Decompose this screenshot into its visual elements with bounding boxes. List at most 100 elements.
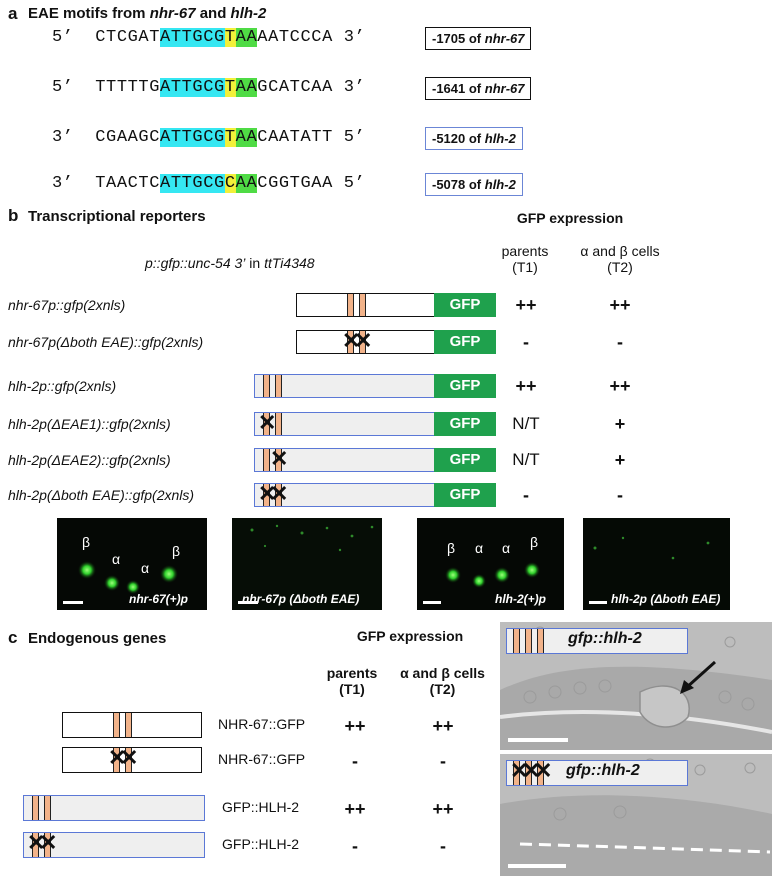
promoter-bar: ✕ ✕ — [254, 483, 436, 507]
micrograph-caption: hlh-2(+)p — [495, 592, 546, 606]
strand-end: 5’ — [344, 174, 366, 193]
construct-label: nhr-67p(Δboth EAE)::gfp(2xnls) — [8, 334, 203, 350]
deletion-x-icon: ✕ — [354, 329, 372, 353]
eae-site — [44, 796, 51, 820]
gene-label: GFP::HLH-2 — [222, 836, 299, 852]
panel-a-title: EAE motifs from nhr-67 and hlh-2 — [28, 5, 266, 22]
eae-site — [513, 629, 520, 653]
micrograph-hlh2-deleted: hlh-2p (Δboth EAE) — [583, 518, 730, 610]
col-header-line: (T1) — [495, 259, 555, 275]
strand-end: 3’ — [52, 174, 74, 193]
backbone-part: p::gfp::unc-54 3’ — [145, 255, 245, 271]
deletion-x-icon: ✕ — [258, 411, 276, 435]
promoter-bar: ✕ — [254, 448, 436, 472]
gfp-box: GFP — [434, 448, 496, 472]
value-t1: - — [335, 836, 375, 857]
cell-label: β — [447, 540, 455, 556]
seq-flank: CGAAGC — [95, 128, 160, 147]
col-header-line: (T2) — [565, 259, 675, 275]
construct-label: nhr-67p::gfp(2xnls) — [8, 297, 125, 313]
cell-label: β — [530, 534, 538, 550]
seq-aa: AA — [236, 78, 258, 97]
strand-end: 3’ — [344, 78, 366, 97]
strand-end: 5’ — [52, 28, 74, 47]
micrograph-hlh2-wt: β α α β hlh-2(+)p — [417, 518, 564, 610]
panel-c-letter: c — [8, 628, 17, 648]
promoter-bar — [254, 374, 436, 398]
sequence-row-1: 5’ CTCGATATTGCGTAAAATCCCA 3’ — [52, 28, 365, 47]
panel-b-letter: b — [8, 206, 18, 226]
construct-label: hlh-2p(ΔEAE2)::gfp(2xnls) — [8, 452, 171, 468]
seq-variable: C — [225, 174, 236, 193]
value-t1: N/T — [506, 414, 546, 434]
sequence-row-3: 3’ CGAAGCATTGCGTAACAATATT 5’ — [52, 128, 365, 147]
title-gene: hlh-2 — [231, 5, 267, 22]
col-alpha-beta-b: α and β cells(T2) — [565, 243, 675, 275]
title-text: EAE motifs from — [28, 5, 150, 22]
value-t2: - — [423, 836, 463, 857]
pos-text: -1705 of — [432, 31, 485, 46]
scale-bar — [423, 601, 441, 604]
seq-aa: AA — [236, 174, 258, 193]
seq-flank: TAACTC — [95, 174, 160, 193]
position-box-2: -1641 of nhr-67 — [425, 77, 531, 100]
gene-label: NHR-67::GFP — [218, 751, 305, 767]
seq-variable: T — [225, 128, 236, 147]
dic-label: gfp::hlh-2 — [566, 762, 640, 780]
eae-site — [275, 375, 282, 397]
seq-flank: AATCCCA — [257, 28, 333, 47]
gfp-box: GFP — [434, 483, 496, 507]
deletion-x-icon: ✕ — [270, 447, 288, 471]
col-header-line: parents — [495, 243, 555, 259]
value-t2: ++ — [423, 799, 463, 820]
pos-gene: hlh-2 — [485, 131, 516, 146]
gene-label: NHR-67::GFP — [218, 716, 305, 732]
cell-label: α — [141, 560, 149, 576]
value-t2: ++ — [600, 295, 640, 316]
value-t2: ++ — [423, 716, 463, 737]
seq-flank: CGGTGAA — [257, 174, 333, 193]
gfp-box: GFP — [434, 293, 496, 317]
pos-gene: hlh-2 — [485, 177, 516, 192]
cell-label: β — [172, 543, 180, 559]
sequence-row-2: 5’ TTTTTGATTGCGTAAGCATCAA 3’ — [52, 78, 365, 97]
value-t2: - — [600, 332, 640, 353]
panel-b-title: Transcriptional reporters — [28, 208, 206, 225]
position-box-1: -1705 of nhr-67 — [425, 27, 531, 50]
dic-image-deleted: ✕ ✕ ✕ gfp::hlh-2 — [500, 754, 772, 876]
seq-flank: GCATCAA — [257, 78, 333, 97]
backbone-part: in — [245, 255, 264, 271]
seq-core: ATTGCG — [160, 128, 225, 147]
strand-end: 3’ — [344, 28, 366, 47]
col-header-line: α and β cells — [565, 243, 675, 259]
construct-label: hlh-2p(ΔEAE1)::gfp(2xnls) — [8, 416, 171, 432]
gfp-box: GFP — [434, 330, 496, 354]
value-t1: ++ — [506, 295, 546, 316]
gene-label: GFP::HLH-2 — [222, 799, 299, 815]
value-t2: ++ — [600, 376, 640, 397]
gfp-expression-header-c: GFP expression — [345, 628, 475, 644]
gfp-box: GFP — [434, 374, 496, 398]
gene-bar — [62, 712, 202, 738]
value-t1: - — [506, 485, 546, 506]
value-t1: N/T — [506, 450, 546, 470]
value-t1: ++ — [506, 376, 546, 397]
eae-site — [359, 294, 366, 316]
gfp-expression-header-b: GFP expression — [505, 210, 635, 226]
title-text: and — [196, 5, 231, 22]
deletion-x-icon: ✕ — [270, 482, 288, 506]
eae-site — [537, 629, 544, 653]
panel-a-letter: a — [8, 4, 17, 24]
cell-label: α — [502, 540, 510, 556]
seq-flank: TTTTTG — [95, 78, 160, 97]
scale-bar — [63, 601, 83, 604]
gene-bar — [23, 795, 205, 821]
construct-label: hlh-2p(Δboth EAE)::gfp(2xnls) — [8, 487, 194, 503]
cell-label: α — [475, 540, 483, 556]
seq-variable: T — [225, 78, 236, 97]
promoter-bar — [296, 293, 436, 317]
micrograph-nhr67-deleted: nhr-67p (Δboth EAE) — [232, 518, 382, 610]
eae-site — [125, 713, 132, 737]
gene-bar: ✕ ✕ — [62, 747, 202, 773]
value-t1: ++ — [335, 716, 375, 737]
